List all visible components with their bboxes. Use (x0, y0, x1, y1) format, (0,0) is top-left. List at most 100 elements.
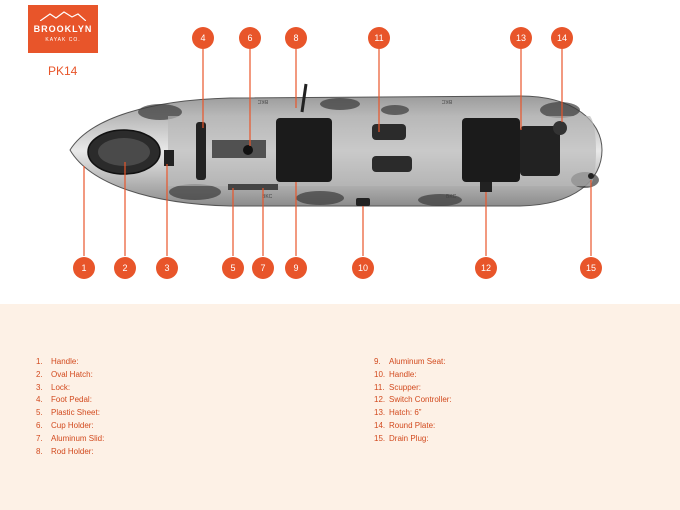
legend-label: Hatch: 6” (389, 408, 422, 418)
legend-label: Plastic Sheet: (51, 408, 100, 418)
plastic-sheet-shape (212, 140, 266, 158)
rear-seat-2 (520, 126, 560, 176)
legend-item: 15.Drain Plug: (374, 433, 452, 446)
legend-number: 14. (374, 420, 386, 430)
legend-label: Oval Hatch: (51, 369, 93, 379)
foot-pedal-shape (196, 122, 206, 180)
callout-marker-11: 11 (368, 27, 390, 49)
legend-number: 9. (374, 357, 381, 366)
switch-controller-shape (480, 182, 492, 192)
legend-label: Cup Holder: (51, 420, 94, 430)
legend-item: 5. Plastic Sheet: (36, 407, 104, 420)
svg-text:6: 6 (247, 33, 252, 43)
legend-label: Handle: (389, 369, 417, 379)
mountain-icon (40, 11, 86, 21)
svg-text:1: 1 (81, 263, 86, 273)
callout-marker-3: 3 (156, 257, 178, 279)
callout-marker-15: 15 (580, 257, 602, 279)
rear-seat (462, 118, 520, 182)
legend-label: Drain Plug: (389, 433, 429, 443)
legend-label: Round Plate: (389, 420, 436, 430)
callout-marker-1: 1 (73, 257, 95, 279)
legend-item: 12.Switch Controller: (374, 394, 452, 407)
legend-item: 9. Aluminum Seat: (374, 356, 452, 369)
legend-label: Handle: (51, 357, 79, 366)
oval-hatch-lid (98, 138, 150, 166)
legend-item: 14.Round Plate: (374, 420, 452, 433)
svg-text:4: 4 (200, 33, 205, 43)
svg-text:3: 3 (164, 263, 169, 273)
model-name: PK14 (48, 64, 78, 78)
front-seat (276, 118, 332, 182)
legend-number: 13. (374, 408, 386, 418)
legend-number: 7. (36, 433, 43, 443)
cup-holder-shape (243, 145, 253, 155)
legend-number: 5. (36, 408, 43, 418)
legend-item: 7. Aluminum Slid: (36, 433, 104, 446)
legend-item: 13.Hatch: 6” (374, 407, 452, 420)
brand-subtitle: KAYAK CO. (45, 37, 81, 43)
legend-item: 1. Handle: (36, 356, 104, 369)
callout-marker-5: 5 (222, 257, 244, 279)
svg-text:10: 10 (358, 263, 368, 273)
legend-column-right: 9.Aluminum Seat: 10.Handle: 11.Scupper: … (374, 356, 452, 446)
legend-number: 1. (36, 357, 43, 366)
legend-label: Foot Pedal: (51, 395, 92, 405)
legend-number: 15. (374, 433, 386, 443)
scupper-shape (372, 124, 406, 140)
round-plate-shape (553, 121, 567, 135)
hull-mark: BKC (441, 98, 452, 104)
callout-marker-13: 13 (510, 27, 532, 49)
legend-number: 6. (36, 420, 43, 430)
svg-text:5: 5 (230, 263, 235, 273)
svg-text:14: 14 (557, 33, 567, 43)
legend-label: Lock: (51, 382, 71, 392)
parts-legend: 1. Handle: 2. Oval Hatch: 3. Lock: 4. Foot P… (0, 304, 680, 510)
legend-number: 10. (374, 369, 386, 379)
legend-item: 11. Scupper: (374, 382, 452, 395)
legend-number: 8. (36, 446, 43, 456)
callout-marker-8: 8 (285, 27, 307, 49)
svg-text:11: 11 (374, 33, 383, 43)
svg-text:8: 8 (293, 33, 298, 43)
rod-holder-shape (300, 83, 308, 113)
legend-number: 3. (36, 382, 43, 392)
svg-text:13: 13 (516, 33, 526, 43)
callout-marker-14: 14 (551, 27, 573, 49)
callout-marker-4: 4 (192, 27, 214, 49)
legend-item: 8. Rod Holder: (36, 446, 104, 459)
leader-lines (83, 49, 592, 256)
callout-marker-6: 6 (239, 27, 261, 49)
svg-text:12: 12 (481, 263, 491, 273)
svg-text:9: 9 (293, 263, 298, 273)
lock-shape (164, 150, 174, 166)
kayak-diagram: BKC BKC BKC BKC 4 6 8 11 13 14 1 (69, 27, 603, 279)
legend-item: 2. Oval Hatch: (36, 369, 104, 382)
legend-label: Rod Holder: (51, 446, 94, 456)
hull-mark: BKC (446, 194, 457, 200)
legend-label: Scupper: (389, 382, 422, 392)
scupper-shape-2 (372, 156, 412, 172)
legend-number: 4. (36, 395, 43, 405)
aluminum-slid-shape (228, 184, 278, 190)
legend-label: Aluminum Seat: (389, 357, 446, 366)
legend-item: 3. Lock: (36, 382, 104, 395)
handle-shape (356, 198, 370, 206)
hull-mark: BKC (257, 98, 268, 104)
brand-logo: BROOKLYN KAYAK CO. (28, 5, 98, 53)
svg-text:15: 15 (586, 263, 596, 273)
legend-number: 2. (36, 369, 43, 379)
hull-mark: BKC (262, 194, 273, 200)
legend-number: 12. (374, 395, 386, 405)
brand-name: BROOKLYN (33, 24, 93, 34)
callout-marker-9: 9 (285, 257, 307, 279)
legend-label: Aluminum Slid: (51, 433, 105, 443)
legend-item: 10.Handle: (374, 369, 452, 382)
drain-plug-shape (588, 173, 594, 179)
legend-item: 6. Cup Holder: (36, 420, 104, 433)
svg-text:7: 7 (260, 263, 265, 273)
svg-text:2: 2 (122, 263, 127, 273)
callout-marker-12: 12 (475, 257, 497, 279)
legend-number: 11. (374, 382, 385, 392)
